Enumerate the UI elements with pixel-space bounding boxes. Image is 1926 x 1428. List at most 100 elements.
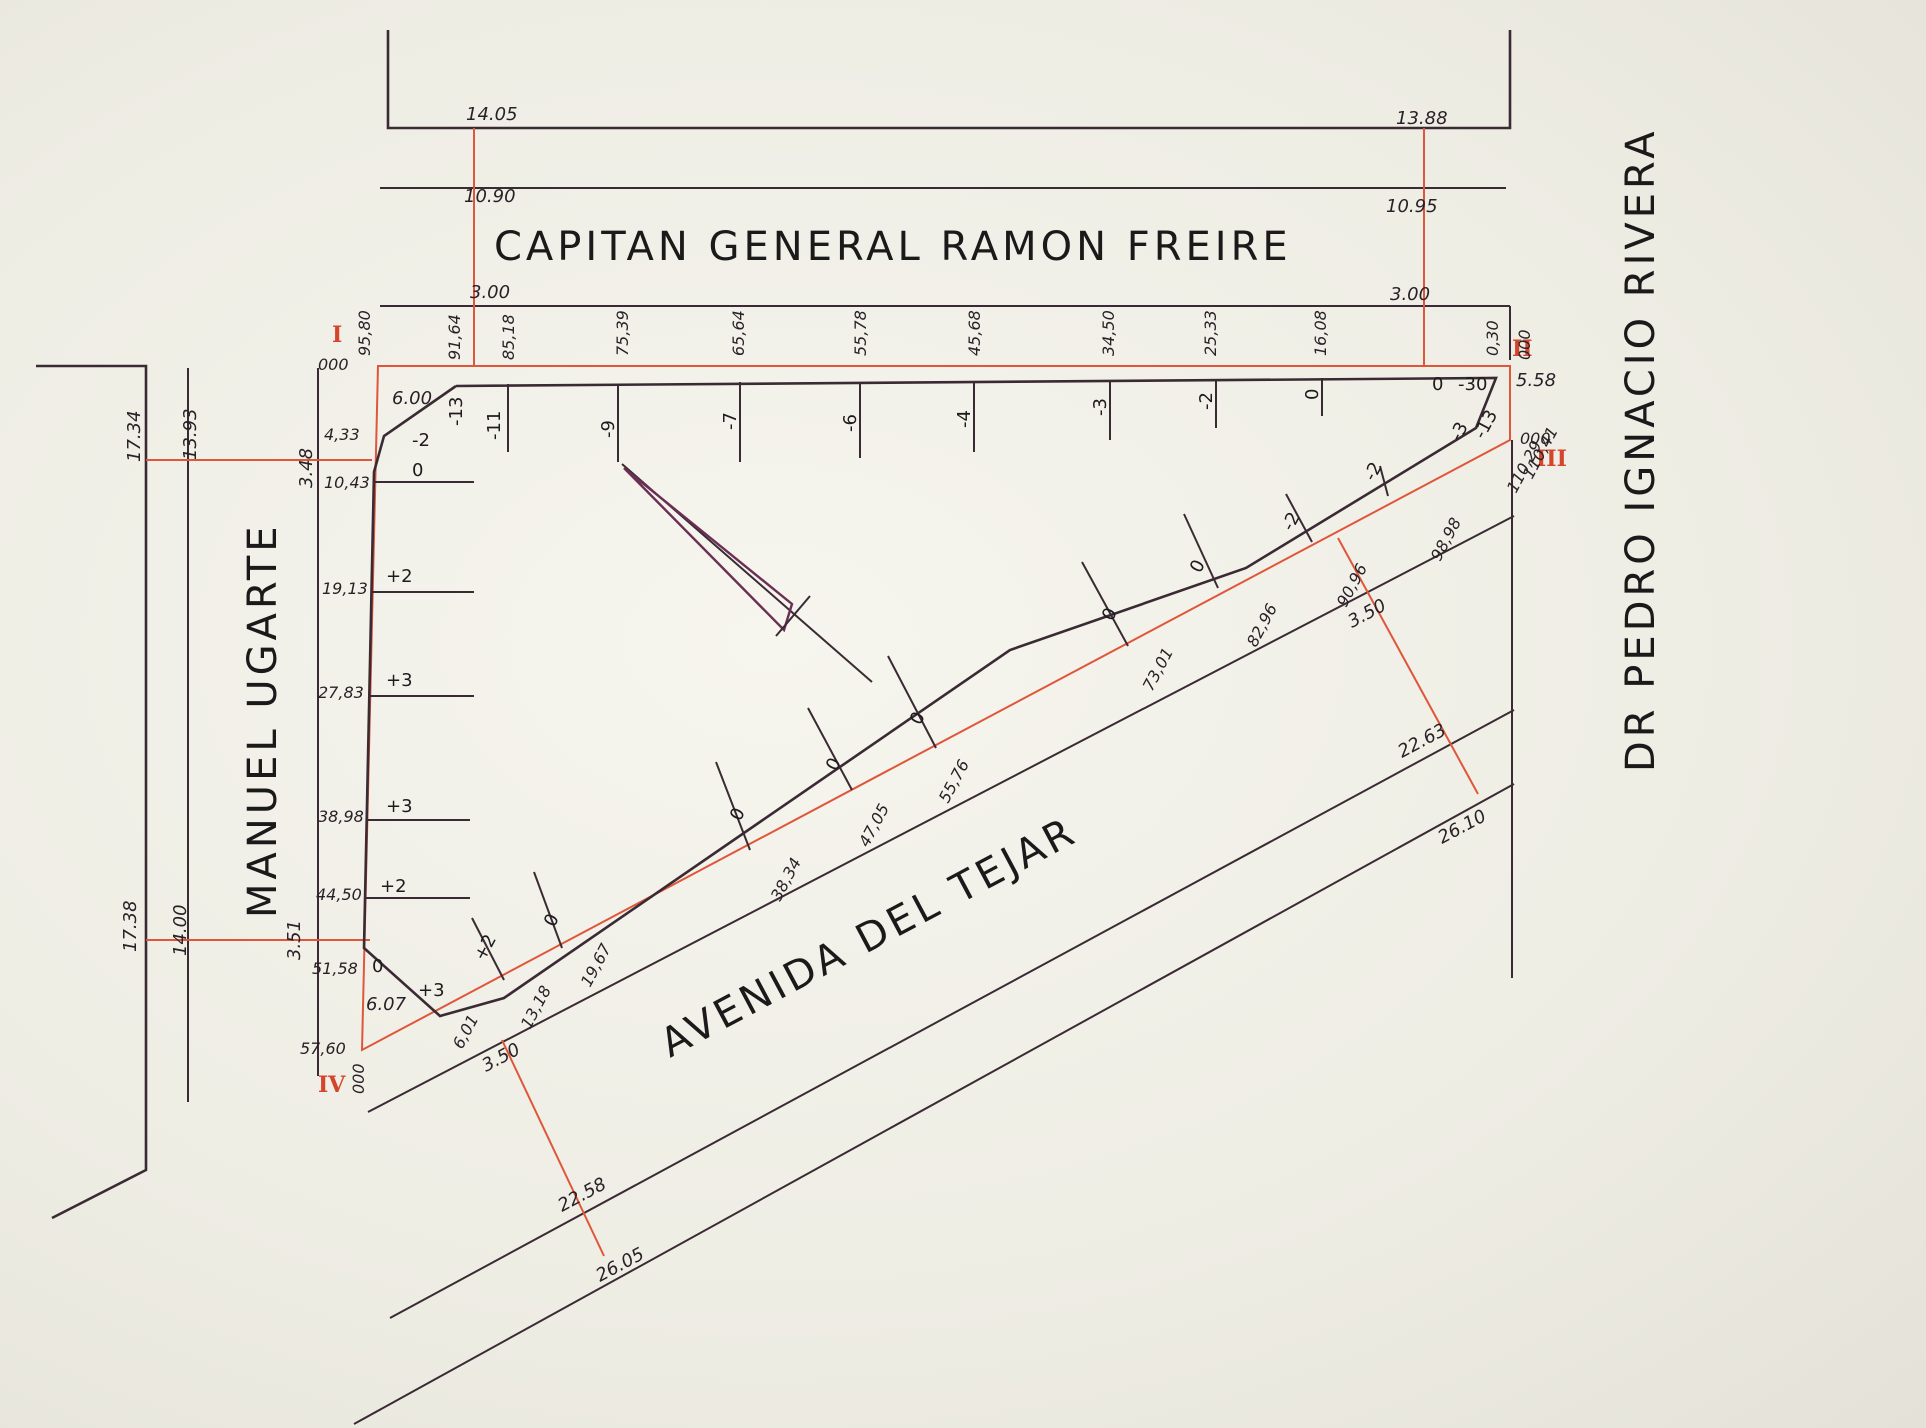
north-level-10: 0	[1432, 374, 1443, 395]
north-chainage-4: 65,64	[729, 310, 748, 356]
west-level-labels: 0 +2 +3 +3 +2 0 +3	[372, 460, 445, 1001]
north-chainage-1: 91,64	[445, 314, 464, 360]
north-dim-e-inner: 3.00	[1390, 284, 1430, 305]
vertex-I-label: I	[332, 322, 342, 348]
west-dim-upper-mid: 13.93	[180, 408, 201, 460]
north-dim-w-mid: 10.90	[464, 186, 516, 207]
west-level-3: +3	[386, 796, 413, 817]
south-chainage-3: 38,34	[767, 855, 805, 904]
lot-boundary	[360, 365, 1511, 1052]
surveyed-curb-outline	[362, 376, 1498, 1018]
south-level-6: 0	[1186, 556, 1210, 576]
south-level-7: -2	[1278, 509, 1305, 535]
west-corner-cut: 6.07	[366, 994, 407, 1015]
west-chainage-5: 44,50	[316, 885, 362, 904]
west-level-5: 0	[372, 956, 383, 977]
south-level-9: -3	[1446, 419, 1473, 445]
north-level-7: -3	[1090, 398, 1111, 416]
west-level-4: +2	[380, 876, 407, 897]
north-level-8: -2	[1196, 392, 1217, 410]
south-level-8: -2	[1360, 459, 1387, 485]
north-dim-w-inner: 3.00	[470, 282, 510, 303]
south-red-dimension-lines	[501, 537, 1479, 1257]
west-chainage-0: 4,33	[324, 425, 360, 444]
west-red-dimension-lines	[146, 459, 372, 941]
south-level-10: -13	[1470, 407, 1502, 443]
west-level-0: 0	[412, 460, 423, 481]
north-chainage-2: 85,18	[499, 314, 518, 360]
south-chainage-0: 6,01	[449, 1012, 483, 1052]
west-chainage-labels: 4,33 10,43 19,13 27,83 38,98 44,50 51,58 57,60	[300, 425, 370, 1058]
north-level-2: -11	[484, 411, 505, 440]
west-street-name: MANUEL UGARTE	[240, 522, 286, 918]
north-chainage-8: 25,33	[1201, 310, 1220, 356]
corner-I-zero: 000	[318, 355, 349, 374]
south-street-lines	[353, 515, 1515, 1425]
south-chainage-2: 19,67	[577, 940, 616, 990]
corner-IV-zero: 000	[349, 1063, 368, 1094]
west-level-6: +3	[418, 980, 445, 1001]
north-level-1: -13	[446, 397, 467, 426]
west-chainage-6: 51,58	[312, 959, 358, 978]
south-chainage-6: 73,01	[1139, 645, 1177, 694]
north-street-lines	[380, 30, 1512, 360]
north-profile-ticks	[507, 378, 1323, 462]
north-level-0: -2	[412, 430, 430, 451]
north-level-11: -30	[1458, 374, 1487, 395]
south-level-2: 0	[726, 804, 750, 824]
south-profile-ticks	[471, 465, 1389, 981]
north-dim-e-outer: 13.88	[1396, 108, 1448, 129]
north-chainage-6: 45,68	[965, 310, 984, 356]
corner-III-zero: 000	[1520, 429, 1551, 448]
west-dim-lower-inner: 3.51	[284, 920, 305, 960]
south-level-0: +2	[470, 931, 501, 964]
west-chainage-1: 10,43	[324, 473, 370, 492]
north-chainage-0: 95,80	[355, 310, 374, 356]
west-chainage-2: 19,13	[322, 579, 368, 598]
west-dim-lower-mid: 14.00	[170, 904, 191, 956]
west-dim-upper-inner: 3.48	[296, 448, 317, 488]
west-dim-upper-outer: 17.34	[124, 410, 145, 462]
north-top-left-cut: 6.00	[392, 388, 432, 409]
west-chainage-4: 38,98	[318, 807, 364, 826]
north-level-6: -4	[954, 410, 975, 428]
south-level-5: 0	[1098, 604, 1122, 624]
west-street-lines	[36, 364, 319, 1220]
vertex-IV-label: IV	[318, 1072, 346, 1098]
east-street-name: DR PEDRO IGNACIO RIVERA	[1618, 127, 1664, 772]
north-dim-e-mid: 10.95	[1386, 196, 1438, 217]
west-chainage-3: 27,83	[318, 683, 364, 702]
west-chainage-7: 57,60	[300, 1039, 346, 1058]
north-dim-w-outer: 14.05	[466, 104, 518, 125]
north-level-labels: -2 -13 -11 -9 -7 -6 -4 -3 -2 0 0 -30	[412, 374, 1487, 451]
north-level-4: -7	[720, 412, 741, 430]
north-level-9: 0	[1302, 389, 1323, 400]
west-level-1: +2	[386, 566, 413, 587]
north-street-name: CAPITAN GENERAL RAMON FREIRE	[494, 224, 1292, 270]
south-level-1: 0	[540, 910, 564, 930]
south-chainage-1: 13,18	[517, 983, 555, 1032]
west-dim-lower-outer: 17.38	[120, 900, 141, 952]
west-level-2: +3	[386, 670, 413, 691]
north-chainage-3: 75,39	[613, 310, 632, 356]
north-chainage-labels: 95,80 91,64 85,18 75,39 65,64 55,78 45,68 34,50…	[355, 310, 1502, 360]
south-chainage-7: 82,96	[1243, 601, 1281, 650]
north-level-3: -9	[598, 420, 619, 438]
west-profile-ticks	[366, 481, 474, 899]
south-dim-right-mid: 22.63	[1394, 720, 1449, 763]
drainage-wedge-sketch	[621, 463, 873, 683]
vertex-II-label: II	[1512, 336, 1533, 362]
north-chainage-10: 0,30	[1483, 320, 1502, 356]
east-side-length: 5.58	[1516, 370, 1556, 391]
vertex-III-label: III	[1536, 446, 1567, 472]
south-chainage-9: 98,98	[1427, 515, 1465, 564]
south-chainage-5: 55,76	[935, 757, 973, 806]
north-chainage-7: 34,50	[1099, 310, 1118, 356]
north-level-5: -6	[840, 414, 861, 432]
north-red-dimension-lines	[473, 128, 1425, 366]
north-chainage-5: 55,78	[851, 310, 870, 356]
corner-II-zero: 000	[1515, 329, 1534, 360]
